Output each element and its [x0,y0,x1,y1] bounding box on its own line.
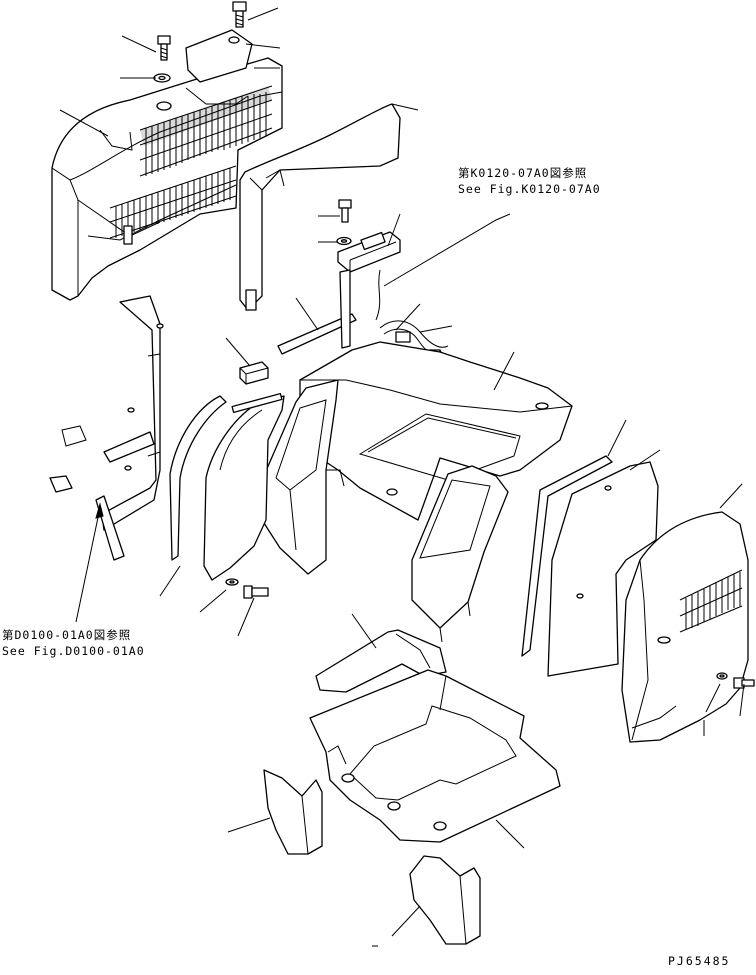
washer-panel [336,236,352,246]
reference-note-top-right-line2: See Fig.K0120-07A0 [458,182,601,196]
leader-lines [59,7,745,937]
side-duct-left [261,379,345,575]
side-panel-right [547,461,659,677]
step-cover-right [409,855,481,945]
plate-top [185,29,253,83]
monitor-panel [337,231,401,349]
bolt-top-2 [232,1,247,28]
support-bracket [49,295,164,561]
front-left-cover [51,57,283,301]
seal-left [169,395,227,561]
seal-strip-long [277,313,357,355]
spacer-block [239,361,269,385]
drawing-number: PJ65485 [668,954,731,968]
step-cover-left [263,769,323,855]
reference-note-top-right-line1: 第K0120-07A0図参照 [458,166,588,180]
grille-right [679,569,743,633]
reference-note-left-line1: 第D0100-01A0図参照 [2,628,132,642]
bolt-panel [338,199,352,223]
seal-right [521,455,613,657]
grille-lower [109,165,237,239]
bolt-top-1 [157,35,171,61]
reference-note-left-line2: See Fig.D0100-01A0 [2,644,145,658]
grille-upper [139,85,273,177]
washer-top-1 [153,73,171,83]
reference-arrow-left [75,502,104,623]
bolt-washer-right [716,672,755,689]
side-panel-left [203,392,285,581]
rear-right-cover [621,511,749,743]
floor-frame [299,341,573,521]
floor-tray [309,669,561,843]
vertical-trim [239,103,401,311]
bolt-washer-left [225,578,269,599]
side-duct-right [411,465,509,643]
